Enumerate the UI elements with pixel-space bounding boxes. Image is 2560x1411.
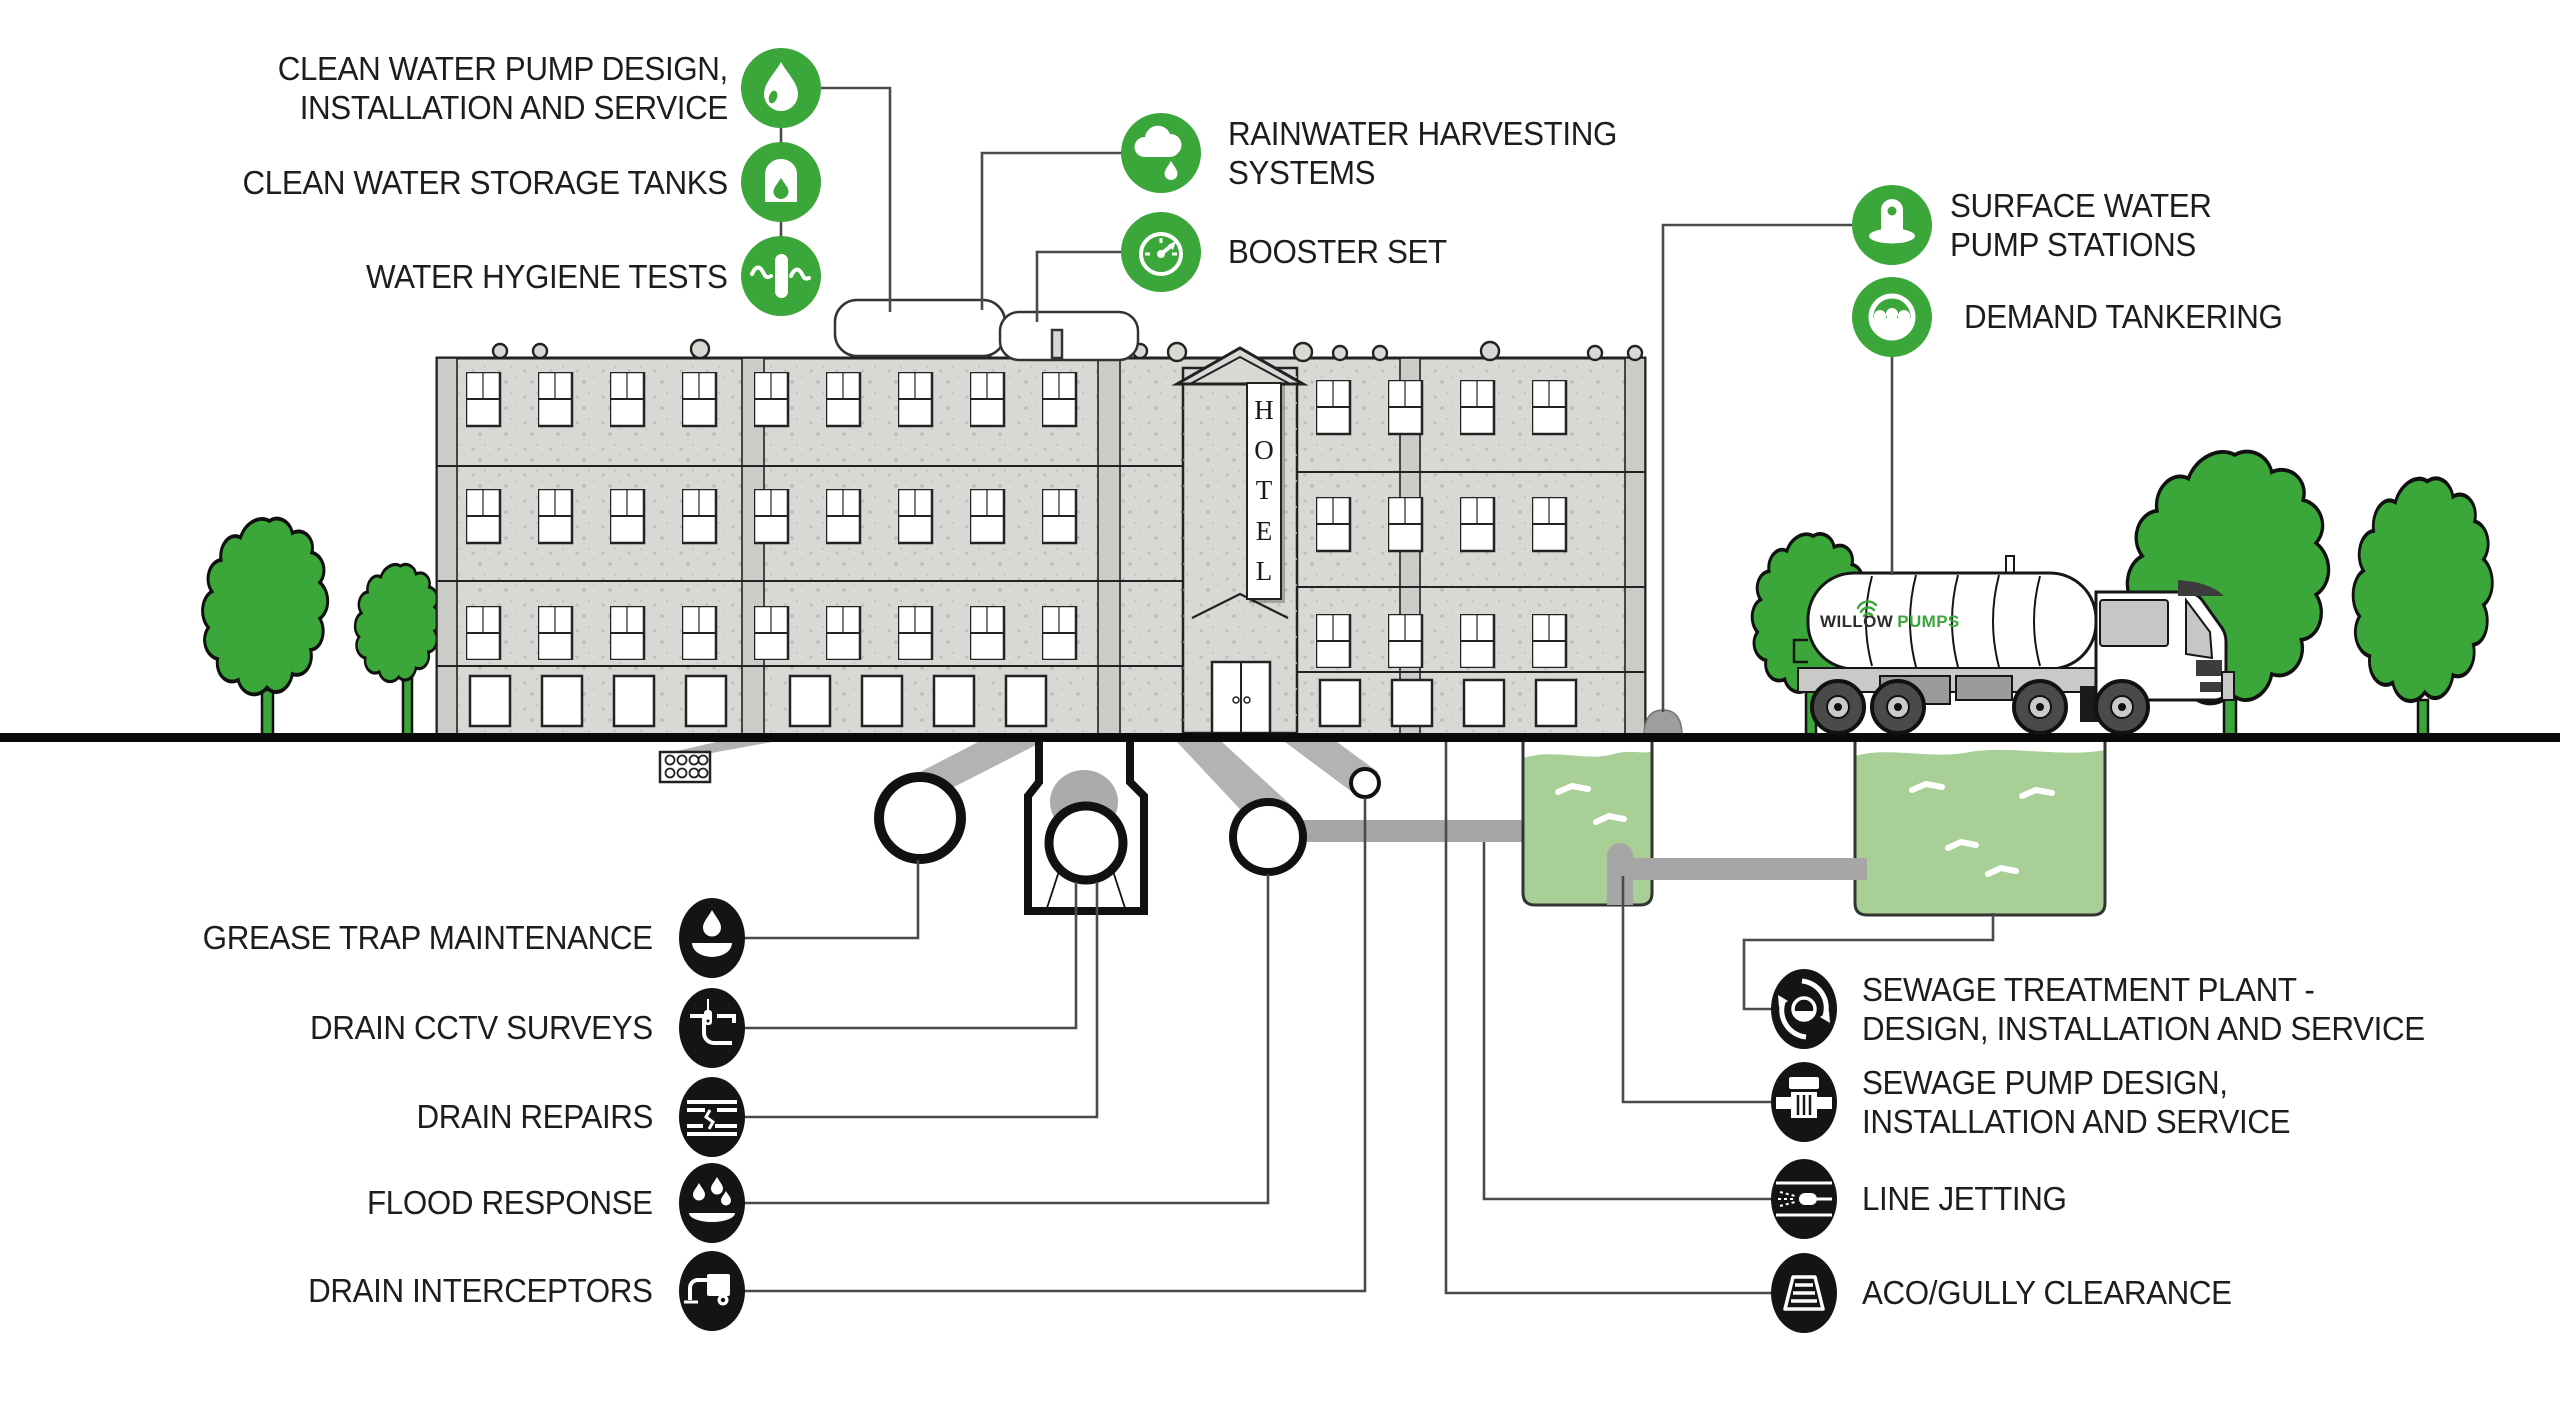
- label-rainwater: RAINWATER HARVESTING SYSTEMS: [1228, 115, 1617, 191]
- label-aco-gully: ACO/GULLY CLEARANCE: [1862, 1274, 2232, 1311]
- tanker-truck: [1792, 555, 2235, 735]
- label-sewage-treatment: SEWAGE TREATMENT PLANT - DESIGN, INSTALL…: [1862, 971, 2425, 1047]
- storage-tank-icon: [741, 142, 821, 222]
- label-demand-tankering: DEMAND TANKERING: [1964, 298, 2283, 335]
- water-drop-icon: [741, 48, 821, 128]
- transfer-pipe: [1607, 843, 1867, 905]
- main-drain-pipe: [1295, 820, 1523, 842]
- willow-logo-icon: [1856, 600, 1878, 618]
- hotel-sign: H O T E L: [1246, 382, 1282, 600]
- label-drain-cctv: DRAIN CCTV SURVEYS: [310, 1009, 653, 1046]
- label-booster-set: BOOSTER SET: [1228, 233, 1447, 270]
- label-drain-repairs: DRAIN REPAIRS: [416, 1098, 653, 1135]
- ground-line: [0, 733, 2560, 742]
- rainwater-icon: [1121, 113, 1201, 193]
- sewage-pump-icon: [1771, 1062, 1837, 1142]
- connector-lines: [712, 60, 1995, 1295]
- aco-gully-icon: [1771, 1253, 1837, 1333]
- underground: [658, 736, 2107, 917]
- drain-grate: [658, 750, 712, 784]
- flood-manhole: [1229, 798, 1307, 876]
- label-sewage-pump: SEWAGE PUMP DESIGN, INSTALLATION AND SER…: [1862, 1064, 2291, 1140]
- label-grease-trap: GREASE TRAP MAINTENANCE: [202, 919, 653, 956]
- label-flood-response: FLOOD RESPONSE: [367, 1184, 653, 1221]
- underground-grease-trap: [874, 772, 966, 864]
- hotel-sign-letter: E: [1255, 515, 1273, 546]
- drain-repairs-icon: [679, 1077, 745, 1157]
- water-hygiene-icon: [741, 236, 821, 316]
- hotel-sign-letter: O: [1254, 435, 1274, 466]
- inspection-chamber: [1024, 736, 1148, 915]
- tree: [2353, 478, 2492, 738]
- hotel-sign-letter: T: [1255, 475, 1273, 506]
- label-drain-interceptors: DRAIN INTERCEPTORS: [308, 1272, 654, 1309]
- label-clean-water-pump: CLEAN WATER PUMP DESIGN, INSTALLATION AN…: [277, 50, 729, 126]
- hotel-sign-letter: H: [1254, 394, 1274, 425]
- hotel-sign-letter: L: [1255, 556, 1273, 587]
- tree: [200, 516, 330, 738]
- label-surface-water: SURFACE WATER PUMP STATIONS: [1950, 187, 2212, 263]
- tree: [353, 562, 442, 738]
- surface-pump-dome: [1643, 709, 1683, 737]
- truck-brand-willow: WILLOW: [1820, 612, 1894, 631]
- label-storage-tanks: CLEAN WATER STORAGE TANKS: [242, 164, 729, 201]
- surface-pump-icon: [1852, 185, 1932, 265]
- grease-trap-icon: [679, 898, 745, 978]
- line-jetting-icon: [1771, 1159, 1837, 1239]
- demand-tankering-icon: [1852, 277, 1932, 357]
- label-hygiene-tests: WATER HYGIENE TESTS: [366, 258, 729, 295]
- booster-gauge-icon: [1121, 212, 1201, 292]
- label-line-jetting: LINE JETTING: [1862, 1180, 2067, 1217]
- truck-brand-pumps: PUMPS: [1897, 612, 1960, 631]
- drain-cctv-icon: [679, 988, 745, 1068]
- hotel-building: [435, 298, 1647, 737]
- interceptor-point: [1349, 767, 1381, 799]
- drain-interceptors-icon: [679, 1251, 745, 1331]
- truck-wheel: [1810, 679, 2150, 735]
- flood-response-icon: [679, 1163, 745, 1243]
- sewage-treatment-icon: [1771, 969, 1837, 1049]
- rooftop-tank: [833, 298, 1140, 362]
- sewage-tank-right: [1853, 736, 2107, 917]
